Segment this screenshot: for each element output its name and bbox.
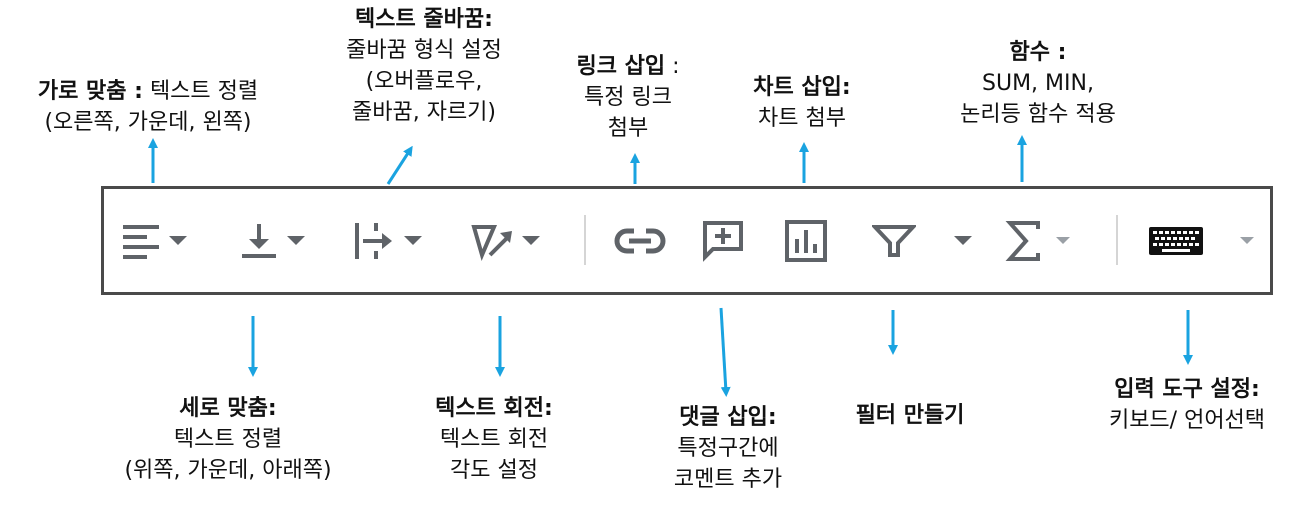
create-filter-button[interactable] (872, 189, 972, 292)
align-left-icon (123, 224, 159, 259)
sigma-icon (1005, 220, 1040, 261)
callout-text-wrap: 텍스트 줄바꿈: 줄바꿈 형식 설정 (오버플로우, 줄바꿈, 자르기) (346, 7, 502, 125)
callout-horizontal-align: 가로 맞춤 : 텍스트 정렬 (오른쪽, 가운데, 왼쪽) (37, 79, 259, 135)
functions-button[interactable] (1004, 189, 1070, 292)
align-bottom-icon (242, 223, 276, 258)
input-tools-button[interactable] (1148, 189, 1254, 292)
toolbar (101, 186, 1273, 295)
vertical-align-button[interactable] (239, 189, 305, 292)
arrow-text-wrap (386, 145, 413, 185)
link-icon (614, 228, 666, 253)
callout-insert-chart: 차트 삽입: 차트 첨부 (753, 75, 851, 131)
insert-comment-button[interactable] (701, 189, 745, 292)
chevron-down-icon[interactable] (404, 236, 422, 245)
callout-functions: 함수 : SUM, MIN, 논리등 함수 적용 (960, 40, 1116, 127)
toolbar-divider (584, 215, 586, 265)
callout-text-rotation: 텍스트 회전: 텍스트 회전 각도 설정 (435, 396, 553, 483)
chevron-down-icon[interactable] (169, 236, 187, 245)
text-wrap-button[interactable] (352, 189, 422, 292)
chevron-down-icon[interactable] (954, 236, 972, 245)
callout-create-filter: 필터 만들기 (855, 403, 965, 428)
text-rotation-icon (471, 224, 512, 261)
chevron-down-icon[interactable] (1056, 237, 1070, 244)
add-comment-icon (703, 220, 743, 262)
callout-insert-link: 링크 삽입 : 특정 링크 첨부 (576, 54, 680, 141)
keyboard-icon (1149, 226, 1203, 255)
chevron-down-icon[interactable] (522, 236, 540, 245)
filter-icon (872, 224, 916, 257)
insert-chart-button[interactable] (784, 189, 828, 292)
chevron-down-icon[interactable] (1240, 237, 1254, 244)
text-rotation-button[interactable] (470, 189, 540, 292)
chevron-down-icon[interactable] (287, 236, 305, 245)
callout-vertical-align: 세로 맞춤: 텍스트 정렬 (위쪽, 가운데, 아래쪽) (124, 396, 332, 483)
callout-input-tools: 입력 도구 설정: 키보드/ 언어선택 (1108, 377, 1266, 433)
insert-link-button[interactable] (612, 189, 668, 292)
bar-chart-icon (785, 219, 827, 262)
arrow-insert-comment (719, 307, 731, 397)
text-wrap-icon (355, 222, 392, 259)
callout-insert-comment: 댓글 삽입: 특정구간에 코멘트 추가 (673, 405, 783, 492)
horizontal-align-button[interactable] (121, 189, 187, 292)
toolbar-divider (1116, 215, 1118, 265)
